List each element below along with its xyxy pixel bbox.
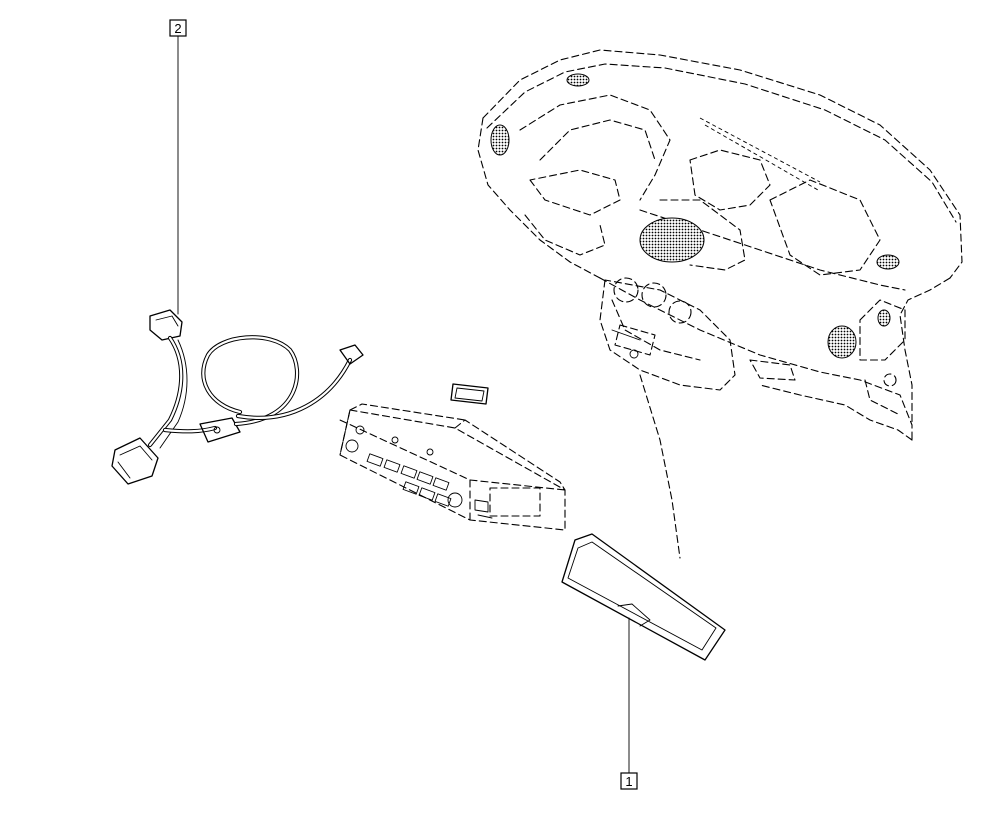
vent-far-right — [877, 309, 891, 327]
radio-unit — [339, 403, 566, 531]
wiring-harness — [111, 309, 364, 485]
vent-left — [490, 124, 510, 156]
harness-inline-clip — [199, 417, 241, 443]
callout-1-label: 1 — [625, 774, 632, 789]
speaker-grille-right — [876, 254, 900, 270]
harness-connector-top — [149, 309, 183, 341]
vent-center — [639, 217, 705, 263]
harness-connector-bottom — [111, 437, 159, 485]
vent-right — [827, 325, 857, 359]
radio-buttons — [345, 425, 463, 508]
assembly-leader-line — [639, 374, 681, 559]
callout-1: 1 — [620, 617, 638, 790]
callout-2-label: 2 — [174, 21, 181, 36]
harness-plug — [339, 344, 364, 365]
radio-clip — [450, 383, 489, 405]
trim-frame — [561, 533, 726, 661]
dashboard-assembly — [477, 49, 963, 441]
callout-2: 2 — [169, 19, 187, 315]
speaker-grille-left — [566, 73, 590, 87]
